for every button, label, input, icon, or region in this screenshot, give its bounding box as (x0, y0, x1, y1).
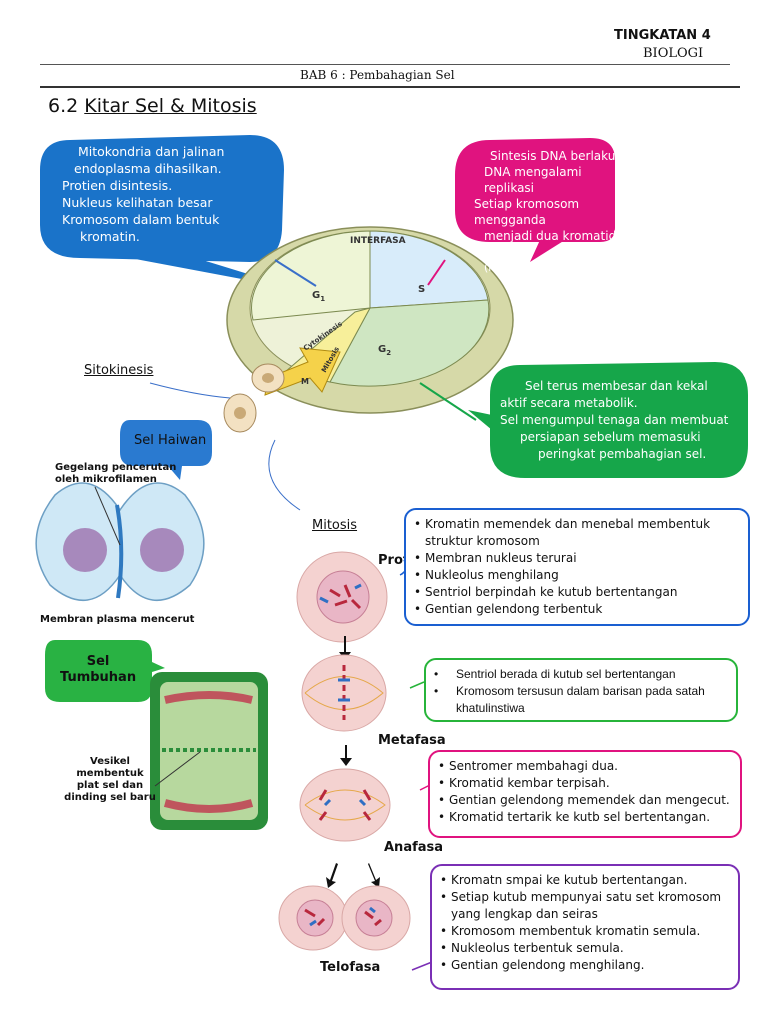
vesikel-line: membentuk (76, 768, 144, 779)
g2-line: aktif secara metabolik. (500, 396, 638, 410)
list-item: Kromosom tersusun dalam barisan pada sat… (434, 683, 728, 717)
telofasa-list: Kromatn smpai ke kutub bertentangan. Set… (440, 872, 730, 974)
profasa-list: Kromatin memendek dan menebal membentuk … (414, 516, 740, 618)
plant-cell-inner (160, 682, 258, 820)
metafasa-box: Sentriol berada di kutub sel bertentanga… (424, 658, 738, 722)
g2-line: peringkat pembahagian sel. (538, 447, 707, 461)
chapter-rule (40, 86, 740, 88)
g1-bubble-shape (40, 135, 300, 290)
telofasa-label: Telofasa (320, 960, 381, 975)
animal-nucleus-2 (140, 528, 184, 572)
list-item: Nukleolus terbentuk semula. (440, 940, 730, 957)
s-line: menjadi dua kromatid seiras (484, 229, 617, 259)
title-text: Kitar Sel & Mitosis (84, 95, 257, 117)
g1-letter: G (312, 290, 321, 301)
anafasa-list: Sentromer membahagi dua. Kromatid kembar… (438, 758, 732, 826)
g1-bubble-text: Mitokondria dan jalinan endoplasma dihas… (62, 143, 277, 245)
g1-label: G1 (312, 290, 325, 303)
s-line: DNA mengalami replikasi (484, 165, 582, 195)
g2-line: Sel mengumpul tenaga dan membuat (500, 413, 729, 427)
sel-tumbuhan-bubble (45, 640, 165, 702)
sitokinesis-label: Sitokinesis (84, 363, 154, 378)
list-item: Nukleolus menghilang (414, 567, 740, 584)
anafasa-box: Sentromer membahagi dua. Kromatid kembar… (428, 750, 742, 838)
list-item: Membran nukleus terurai (414, 550, 740, 567)
segment-g1 (251, 230, 371, 321)
list-item: Gentian gelendong memendek dan mengecut. (438, 792, 732, 809)
gegelang-label: Gegelang pencerutan oleh mikrofilamen (55, 462, 176, 486)
g1-line: kromatin. (80, 229, 140, 244)
list-item: Gentian gelendong terbentuk (414, 601, 740, 618)
arrow-metafasa-anafasa (340, 745, 352, 766)
gegelang-line: Gegelang pencerutan (55, 462, 177, 473)
sel-haiwan-bubble (120, 420, 212, 480)
g2-letter: G (378, 344, 387, 355)
list-item: Kromatid tertarik ke kutb sel bertentang… (438, 809, 732, 826)
profasa-box: Kromatin memendek dan menebal membentuk … (404, 508, 750, 626)
vesikel-label: Vesikel membentuk plat sel dan dinding s… (60, 756, 160, 804)
header-level: TINGKATAN 4 (614, 28, 711, 43)
g1-line: Kromosom dalam bentuk (62, 212, 220, 227)
sel-tumbuhan-line: Tumbuhan (60, 670, 137, 685)
s-line: (kromatid kembar) (484, 261, 587, 274)
s-bubble-text: Sintesis DNA berlaku DNA mengalami repli… (474, 148, 624, 276)
anafasa-label: Anafasa (384, 840, 444, 855)
mitosis-heading: Mitosis (312, 518, 358, 533)
membran-label: Membran plasma mencerut (40, 614, 195, 625)
list-item: Sentriol berada di kutub sel bertentanga… (434, 666, 728, 683)
list-item: Sentriol berpindah ke kutub bertentangan (414, 584, 740, 601)
chapter-title: BAB 6 : Pembahagian Sel (300, 68, 455, 82)
arrow-profasa-metafasa (339, 636, 351, 660)
list-item: Setiap kutub mempunyai satu set kromosom… (440, 889, 730, 923)
s-label: S (418, 284, 426, 295)
metafasa-list: Sentriol berada di kutub sel bertentanga… (434, 666, 728, 717)
metafasa-cell (301, 654, 387, 732)
vesikel-line: dinding sel baru (64, 792, 156, 803)
sel-tumbuhan-line: Sel (86, 654, 110, 669)
g2-bubble-text: Sel terus membesar dan kekal aktif secar… (500, 378, 745, 463)
metafasa-label: Metafasa (378, 733, 446, 748)
g2-label: G2 (378, 344, 391, 357)
g1-line: Nukleus kelihatan besar (62, 195, 213, 210)
list-item: Kromatn smpai ke kutub bertentangan. (440, 872, 730, 889)
g2-sub: 2 (386, 349, 392, 357)
telofasa-box: Kromatn smpai ke kutub bertentangan. Set… (430, 864, 740, 990)
header-rule (40, 64, 730, 65)
title-number: 6.2 (48, 95, 79, 117)
g1-line: Protien disintesis. (62, 178, 173, 193)
sel-haiwan-label: Sel Haiwan (134, 433, 207, 448)
list-item: Kromatin memendek dan menebal membentuk … (414, 516, 740, 550)
header-subject: BIOLOGI (643, 46, 704, 61)
vesikel-line: Vesikel (90, 756, 130, 767)
gegelang-line: oleh mikrofilamen (55, 474, 157, 485)
anafasa-cell (299, 768, 391, 842)
animal-nucleus-1 (63, 528, 107, 572)
m-label: M (301, 377, 309, 386)
interfasa-label: INTERFASA (350, 236, 406, 246)
list-item: Kromosom membentuk kromatin semula. (440, 923, 730, 940)
g1-line: Mitokondria dan jalinan (78, 144, 225, 159)
arrow-anafasa-telofasa-right (368, 863, 380, 888)
list-item: Gentian gelendong menghilang. (440, 957, 730, 974)
arrow-anafasa-telofasa-left (326, 863, 338, 888)
vesikel-line: plat sel dan (76, 780, 144, 791)
segment-g2 (329, 299, 490, 387)
g2-bubble-shape (468, 362, 748, 478)
s-bubble-shape (455, 138, 615, 262)
g1-line: endoplasma dihasilkan. (74, 161, 222, 176)
s-line: Sintesis DNA berlaku (490, 149, 616, 163)
g2-line: Sel terus membesar dan kekal (525, 379, 708, 393)
sel-tumbuhan-label: Sel Tumbuhan (60, 654, 136, 686)
list-item: Sentromer membahagi dua. (438, 758, 732, 775)
list-item: Kromatid kembar terpisah. (438, 775, 732, 792)
g1-sub: 1 (320, 295, 326, 303)
g2-line: persiapan sebelum memasuki (520, 430, 701, 444)
page-title: 6.2 Kitar Sel & Mitosis (48, 95, 257, 117)
s-line: Setiap kromosom mengganda (474, 197, 580, 227)
segment-s (369, 230, 489, 309)
